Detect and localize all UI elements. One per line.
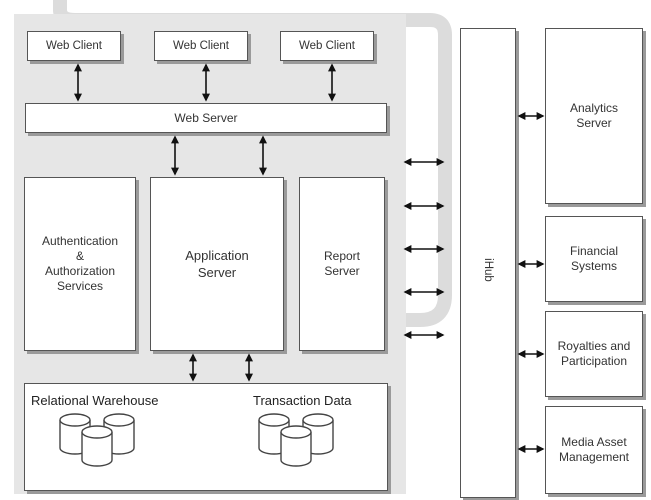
application-server[interactable]: Application Server (150, 177, 284, 351)
web-server[interactable]: Web Server (25, 103, 387, 133)
web-client-label: Web Client (172, 39, 230, 52)
transaction-data-db-icon (258, 413, 334, 467)
web-server-label: Web Server (174, 110, 238, 125)
web-client-1[interactable]: Web Client (27, 31, 121, 61)
web-client-label: Web Client (45, 39, 103, 52)
web-client-label: Web Client (298, 39, 356, 52)
relational-warehouse-db-icon (59, 413, 135, 467)
web-client-3[interactable]: Web Client (280, 31, 374, 61)
ihub-bus[interactable] (460, 28, 516, 498)
application-server-label: Application Server (185, 248, 249, 280)
royalties-participation[interactable]: Royalties and Participation (545, 311, 643, 397)
financial-systems-label: Financial (569, 244, 619, 258)
media-asset-management[interactable]: Media Asset Management (545, 406, 643, 494)
analytics-server-label: Analytics (569, 101, 619, 115)
transaction-data-label: Transaction Data (253, 393, 352, 408)
auth-services-label: Authentication & Authorization Services (41, 234, 119, 293)
web-client-2[interactable]: Web Client (154, 31, 248, 61)
royalties-participation-label: Royalties and (557, 339, 631, 353)
auth-services[interactable]: Authentication & Authorization Services (24, 177, 136, 351)
relational-warehouse-label: Relational Warehouse (31, 393, 159, 408)
financial-systems[interactable]: Financial Systems (545, 216, 643, 302)
media-asset-management-label: Media Asset (561, 435, 627, 449)
report-server-label: Report Server (323, 249, 361, 278)
report-server[interactable]: Report Server (299, 177, 385, 351)
analytics-server[interactable]: Analytics Server (545, 28, 643, 204)
